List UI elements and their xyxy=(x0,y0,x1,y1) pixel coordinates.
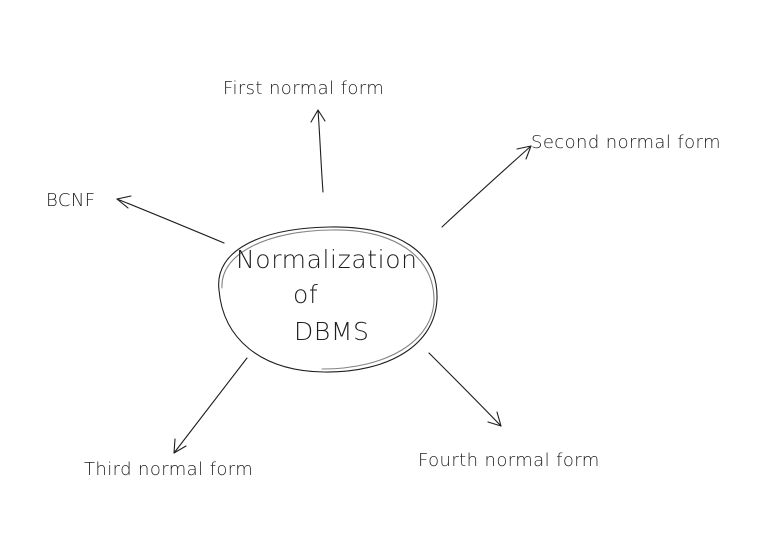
label-second-normal-form: Second normal form xyxy=(531,132,721,153)
arrow-bcnf xyxy=(116,195,225,244)
center-node: Normalization of DBMS xyxy=(218,226,438,373)
label-fourth-normal-form: Fourth normal form xyxy=(418,450,600,471)
center-title-line-2: of xyxy=(293,280,318,309)
center-title-line-3: DBMS xyxy=(294,317,369,346)
arrow-second-normal-form xyxy=(441,145,532,228)
center-ellipse xyxy=(218,226,438,373)
label-third-normal-form: Third normal form xyxy=(84,459,253,480)
arrow-fourth-normal-form xyxy=(428,352,502,427)
label-first-normal-form: First normal form xyxy=(223,78,384,99)
center-ellipse-overstroke xyxy=(221,229,435,370)
arrow-third-normal-form xyxy=(173,357,248,454)
center-title-line-1: Normalization xyxy=(236,245,418,274)
node-labels: First normal form Second normal form BCN… xyxy=(46,78,721,480)
arrow-first-normal-form xyxy=(310,109,326,193)
arrows xyxy=(116,109,532,454)
label-bcnf: BCNF xyxy=(46,190,95,211)
